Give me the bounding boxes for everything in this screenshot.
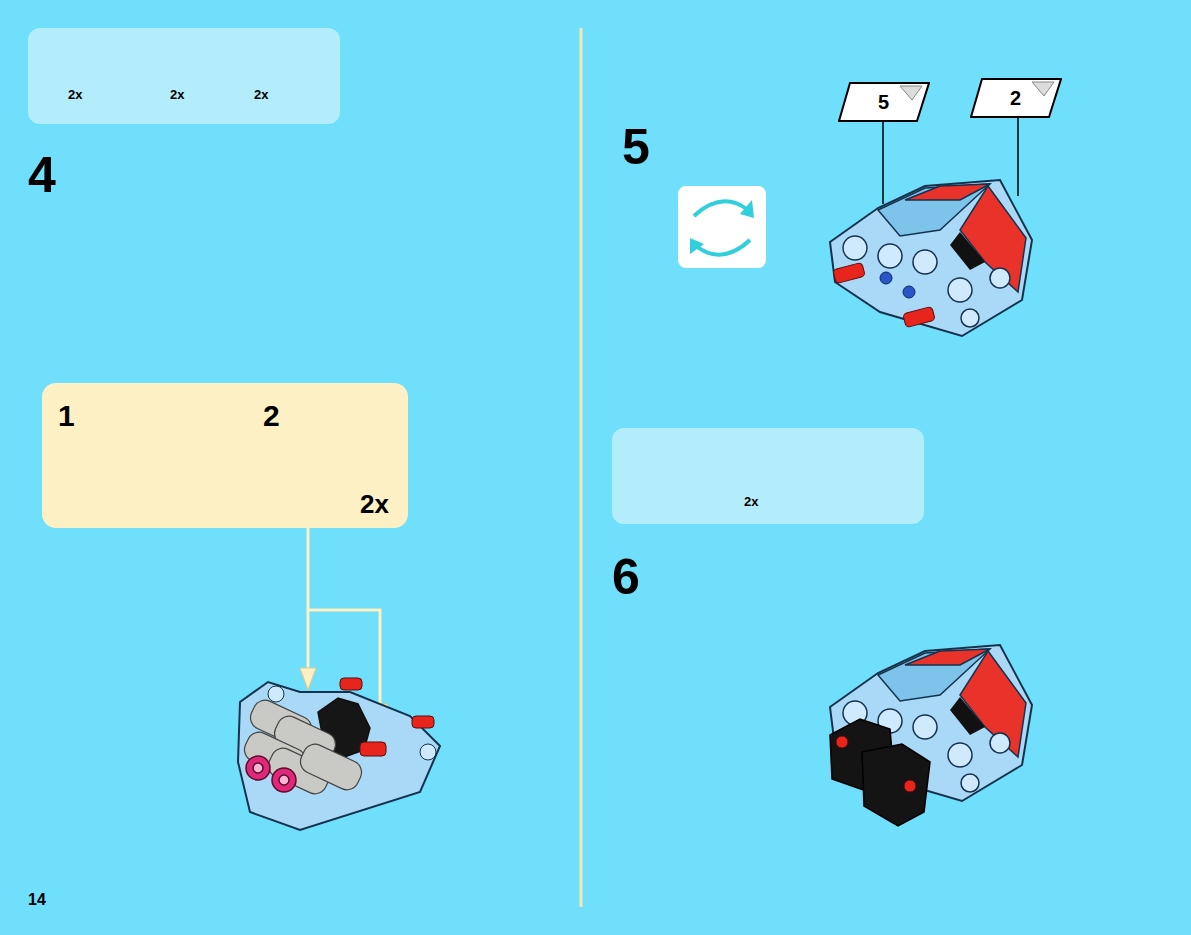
- quantity-label: 2x: [360, 491, 389, 517]
- quantity-label: 2x: [68, 88, 82, 101]
- parts-list-panel: 2x 2x 2x: [28, 28, 340, 124]
- quantity-label: 2x: [254, 88, 268, 101]
- quantity-label: 2: [263, 401, 280, 431]
- quantity-label: 2: [1010, 88, 1021, 108]
- sub-assembly-callout: 1 2 2x: [42, 383, 408, 528]
- parts-list-panel: 2x: [612, 428, 924, 524]
- step-number: 5: [622, 122, 650, 172]
- quantity-label: 2x: [744, 495, 758, 508]
- quantity-label: 5: [878, 92, 889, 112]
- page-number: 14: [28, 892, 46, 908]
- step-number: 4: [28, 150, 56, 200]
- flag-tile: 2: [970, 78, 1062, 118]
- quantity-label: 1: [58, 401, 75, 431]
- quantity-label: 2x: [170, 88, 184, 101]
- step-number: 6: [612, 552, 640, 602]
- flag-tile: 5: [838, 82, 930, 122]
